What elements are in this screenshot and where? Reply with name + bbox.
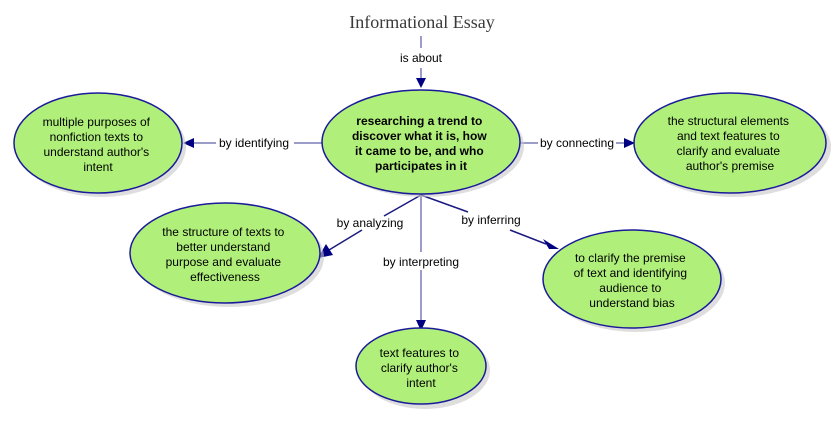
node-text-line: effectiveness — [190, 270, 260, 284]
node-identifying[interactable]: multiple purposes of nonfiction texts to… — [13, 92, 186, 197]
arrow-head-icon — [183, 138, 194, 148]
arrow-head-icon — [624, 138, 635, 148]
node-text-line: it came to be, and who — [355, 144, 484, 158]
node-text-line: author's premise — [686, 159, 775, 173]
edge-label-by-interpreting: by interpreting — [383, 255, 459, 269]
node-connecting-text: the structural elements and text feature… — [668, 114, 793, 173]
edge-by-interpreting: by interpreting — [383, 195, 459, 331]
edge-line — [328, 229, 363, 251]
node-interpreting[interactable]: text features to clarify author's intent — [355, 327, 490, 409]
node-center-text: researching a trend to discover what it … — [352, 114, 490, 173]
node-text-line: the structural elements — [668, 114, 789, 128]
arrow-head-icon — [416, 320, 426, 331]
node-text-line: to clarify the premise — [575, 251, 686, 265]
edge-line — [509, 229, 547, 245]
node-inferring-text: to clarify the premise of text and ident… — [574, 251, 691, 310]
node-text-line: purpose and evaluate — [166, 255, 282, 269]
node-text-line: and text features to — [677, 129, 780, 143]
node-text-line: better understand — [176, 240, 270, 254]
node-text-line: text features to — [380, 346, 460, 360]
edge-label-by-analyzing: by analyzing — [337, 216, 404, 230]
node-ellipse — [129, 202, 321, 304]
node-text-line: researching a trend to — [356, 114, 482, 128]
arrow-head-icon — [543, 239, 559, 249]
node-text-line: clarify and evaluate — [677, 144, 781, 158]
node-text-line: participates in it — [375, 159, 467, 173]
node-ellipse — [542, 229, 722, 329]
node-center[interactable]: researching a trend to discover what it … — [321, 89, 524, 197]
edge-by-connecting: by connecting — [520, 136, 635, 150]
node-identifying-text: multiple purposes of nonfiction texts to… — [43, 115, 154, 174]
edge-is-about: is about — [400, 36, 443, 88]
node-text-line: multiple purposes of — [43, 115, 151, 129]
node-text-line: understand bias — [589, 296, 674, 310]
node-connecting[interactable]: the structural elements and text feature… — [633, 92, 831, 197]
node-analyzing-text: the structure of texts to better underst… — [162, 225, 287, 284]
node-ellipse — [13, 92, 183, 194]
edges: is about by identifying by connecting by… — [183, 36, 635, 331]
node-text-line: of text and identifying — [574, 266, 687, 280]
edge-label-by-connecting: by connecting — [540, 136, 614, 150]
edge-by-identifying: by identifying — [183, 136, 322, 150]
node-text-line: nonfiction texts to — [50, 130, 144, 144]
node-inferring[interactable]: to clarify the premise of text and ident… — [542, 229, 725, 332]
node-ellipse — [321, 89, 521, 195]
node-text-line: understand author's — [43, 145, 149, 159]
node-interpreting-text: text features to clarify author's intent — [380, 346, 463, 390]
nodes: researching a trend to discover what it … — [13, 89, 831, 409]
node-analyzing[interactable]: the structure of texts to better underst… — [129, 202, 324, 307]
edge-label-by-inferring: by inferring — [461, 213, 520, 227]
node-text-line: discover what it is, how — [352, 129, 487, 143]
edge-label-by-identifying: by identifying — [219, 136, 289, 150]
node-text-line: intent — [83, 160, 113, 174]
edge-line — [420, 194, 469, 213]
diagram-title: Informational Essay — [349, 12, 494, 32]
node-text-line: audience to — [599, 281, 661, 295]
node-text-line: intent — [406, 376, 436, 390]
edge-by-inferring: by inferring — [420, 194, 559, 249]
edge-label-is-about: is about — [400, 51, 443, 65]
node-ellipse — [633, 92, 827, 194]
arrow-head-icon — [416, 78, 426, 88]
edge-line — [383, 194, 422, 217]
edge-by-analyzing: by analyzing — [318, 194, 422, 258]
node-ellipse — [355, 327, 487, 405]
node-text-line: clarify author's — [381, 361, 458, 375]
node-text-line: the structure of texts to — [162, 225, 284, 239]
